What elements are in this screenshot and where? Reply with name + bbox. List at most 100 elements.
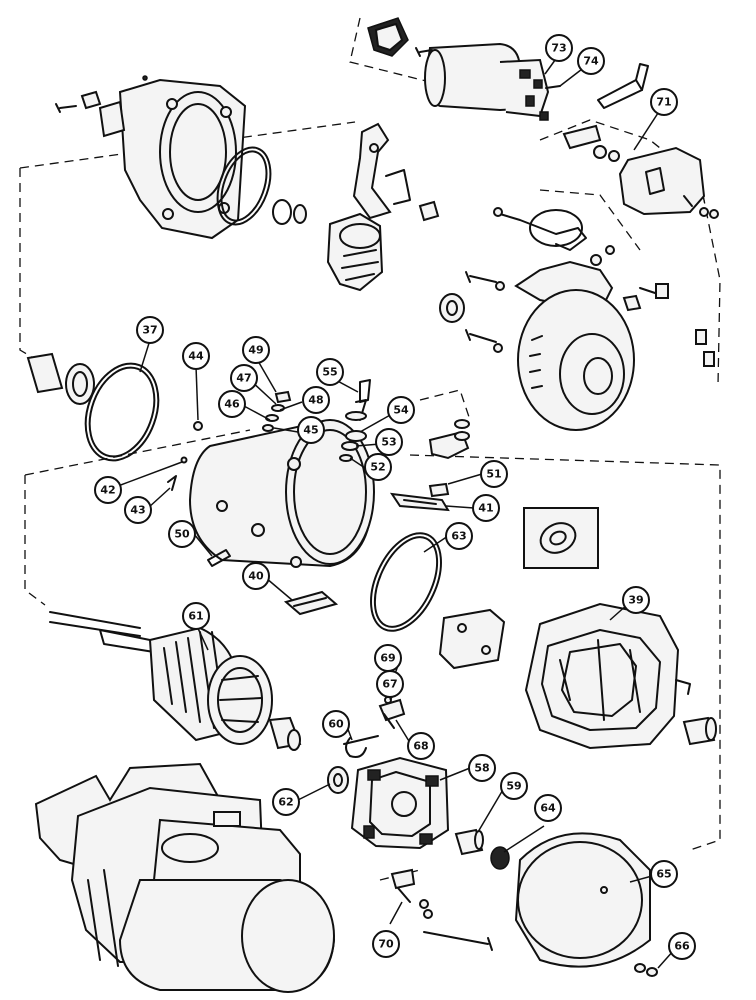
insulator-40 [283,590,339,616]
svg-text:39: 39 [628,594,643,607]
end-cover [514,832,651,968]
svg-text:37: 37 [142,324,157,337]
svg-text:44: 44 [188,350,204,363]
callout-68: 68 [407,732,435,760]
svg-text:58: 58 [474,762,489,775]
solenoid [415,42,561,121]
svg-text:40: 40 [248,570,264,583]
callout-46: 46 [218,390,246,418]
svg-text:52: 52 [370,461,385,474]
svg-text:51: 51 [486,468,501,481]
svg-text:68: 68 [413,740,428,753]
screw-50 [207,549,231,567]
svg-text:46: 46 [224,398,240,411]
callout-49: 49 [242,336,270,364]
svg-text:48: 48 [308,394,323,407]
end-cap-top [367,17,409,57]
callout-62: 62 [272,788,300,816]
svg-text:70: 70 [378,938,394,951]
svg-text:62: 62 [278,796,293,809]
leader-lines [117,55,675,969]
terminal-cover [618,146,719,219]
callout-50: 50 [168,520,196,548]
callout-37: 37 [136,316,164,344]
svg-text:49: 49 [248,344,263,357]
pad-gasket [438,608,506,670]
commutator-end-housing [514,260,635,431]
solenoid-lever-handle [597,63,649,109]
svg-text:47: 47 [236,372,251,385]
pinion-drive [326,212,384,292]
callout-60: 60 [322,710,350,738]
brush-plate-screws [695,329,715,367]
callout-58: 58 [468,754,496,782]
callout-47: 47 [230,364,258,392]
svg-text:74: 74 [583,55,599,68]
callout-61: 61 [182,602,210,630]
svg-text:45: 45 [303,424,318,437]
callout-42: 42 [94,476,122,504]
o-ring-63 [370,532,442,632]
svg-text:66: 66 [674,940,690,953]
callout-45: 45 [297,416,325,444]
drive-housing [98,78,247,240]
bolts-commutator-end [439,245,669,353]
svg-text:53: 53 [381,436,396,449]
svg-text:61: 61 [188,610,203,623]
callout-73: 73 [545,34,573,62]
svg-text:73: 73 [551,42,566,55]
callouts: 73 74 71 37 44 49 47 48 46 45 55 54 53 5… [94,34,696,960]
callout-64: 64 [534,794,562,822]
armature [49,611,302,751]
solenoid-bracket-parts [562,124,620,162]
svg-text:59: 59 [506,780,521,793]
callout-71: 71 [650,88,678,116]
bushing-59 [454,828,484,856]
brush-holder-clip [343,735,379,758]
svg-text:71: 71 [656,96,671,109]
assembled-starter-motor [34,762,336,993]
o-ring-large-top [216,146,272,226]
svg-text:69: 69 [380,652,395,665]
svg-text:55: 55 [322,366,337,379]
callout-67: 67 [376,670,404,698]
callout-63: 63 [445,522,473,550]
callout-55: 55 [316,358,344,386]
callout-52: 52 [364,453,392,481]
bushing-right [682,716,717,746]
callout-43: 43 [124,496,152,524]
callout-66: 66 [668,932,696,960]
callout-40: 40 [242,562,270,590]
callout-44: 44 [182,342,210,370]
callout-70: 70 [372,930,400,958]
insert-box [523,507,599,569]
callout-74: 74 [577,47,605,75]
nose-bushing-and-screw [55,75,148,113]
callout-69: 69 [374,644,402,672]
svg-text:42: 42 [100,484,115,497]
callout-54: 54 [387,396,415,424]
svg-text:41: 41 [478,502,493,515]
svg-text:50: 50 [174,528,190,541]
through-bolt-and-lead [390,868,493,951]
callout-59: 59 [500,772,528,800]
retaining-rings [272,199,307,225]
cover-fasteners [634,963,658,977]
solenoid-wire-lead [493,207,587,251]
field-coils [524,602,691,750]
callout-53: 53 [375,428,403,456]
assembly-outlines [19,17,721,881]
svg-text:43: 43 [130,504,145,517]
callout-51: 51 [480,460,508,488]
callout-41: 41 [472,494,500,522]
svg-text:60: 60 [328,718,344,731]
brush-holder-assembly [350,756,450,850]
insulator-41 [389,492,450,512]
washer-62 [327,766,349,794]
o-ring-37 [84,362,160,462]
svg-text:64: 64 [540,802,556,815]
callout-48: 48 [302,386,330,414]
shift-fork [352,122,440,222]
svg-text:67: 67 [382,678,397,691]
